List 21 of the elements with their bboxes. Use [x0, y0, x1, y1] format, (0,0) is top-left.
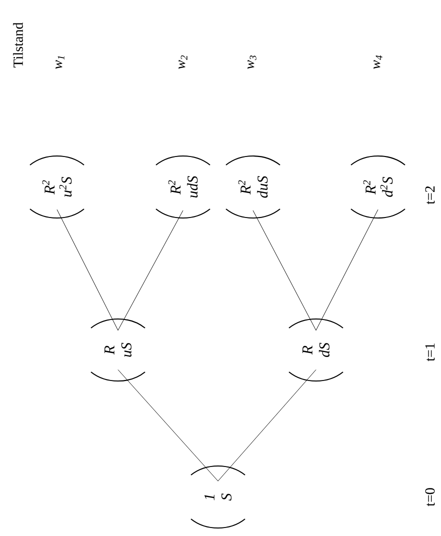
time-label: t=1 — [425, 343, 435, 362]
tree-line — [118, 210, 184, 331]
vector-node: R uS — [90, 318, 146, 382]
tree-line — [316, 209, 378, 331]
tree-line — [56, 209, 118, 331]
vector-node: R$^{2}$ udS — [156, 156, 210, 219]
vector-node: R$^{2}$ duS — [226, 156, 280, 219]
state-label: w$_{1}$ — [56, 56, 64, 70]
time-label: t=2 — [425, 186, 435, 204]
state-label: w$_{3}$ — [248, 55, 256, 70]
state-label: Tilstand — [13, 22, 23, 68]
vector-node: R dS — [288, 318, 344, 382]
vector-node: R$^{2}$ u$^{2}$S — [30, 156, 84, 219]
vector-node: 1 S — [190, 466, 246, 528]
state-label: w$_{2}$ — [178, 55, 188, 70]
tree-line — [118, 369, 218, 482]
tree-line — [218, 369, 316, 482]
time-label: t=0 — [425, 488, 435, 506]
state-label: w$_{4}$ — [374, 55, 382, 70]
tree-line — [252, 210, 316, 331]
vector-node: R$^{2}$ d$^{2}$S — [350, 156, 406, 219]
